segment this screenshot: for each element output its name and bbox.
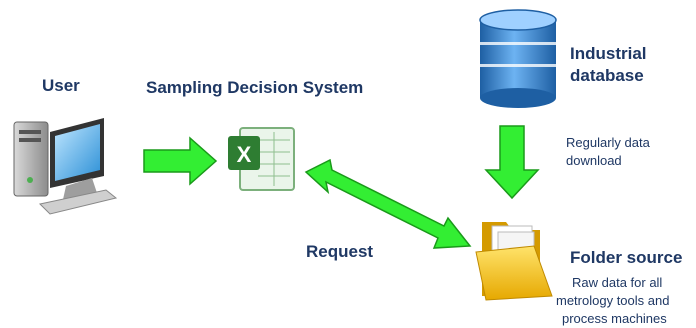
folder-desc-line3: process machines xyxy=(562,311,667,326)
request-label: Request xyxy=(306,242,374,261)
database-label-line1: Industrial xyxy=(570,44,647,63)
excel-spreadsheet-icon: X xyxy=(228,127,295,191)
download-label-line2: download xyxy=(566,153,622,168)
download-label-line1: Regularly data xyxy=(566,135,650,150)
folder-title: Folder source xyxy=(570,248,683,267)
system-title: Sampling Decision System xyxy=(146,78,364,97)
folder-desc-line2: metrology tools and xyxy=(556,293,670,308)
arrow-user-to-system xyxy=(143,136,218,186)
database-label-line2: database xyxy=(570,66,644,85)
user-label: User xyxy=(42,76,80,95)
desktop-computer-icon xyxy=(13,118,118,215)
open-folder-icon xyxy=(475,222,553,301)
arrow-request-bidirectional xyxy=(304,158,472,249)
arrow-database-to-folder xyxy=(484,125,540,200)
svg-text:X: X xyxy=(237,142,252,167)
database-cylinder-icon xyxy=(479,9,557,108)
folder-desc-line1: Raw data for all xyxy=(572,275,663,290)
